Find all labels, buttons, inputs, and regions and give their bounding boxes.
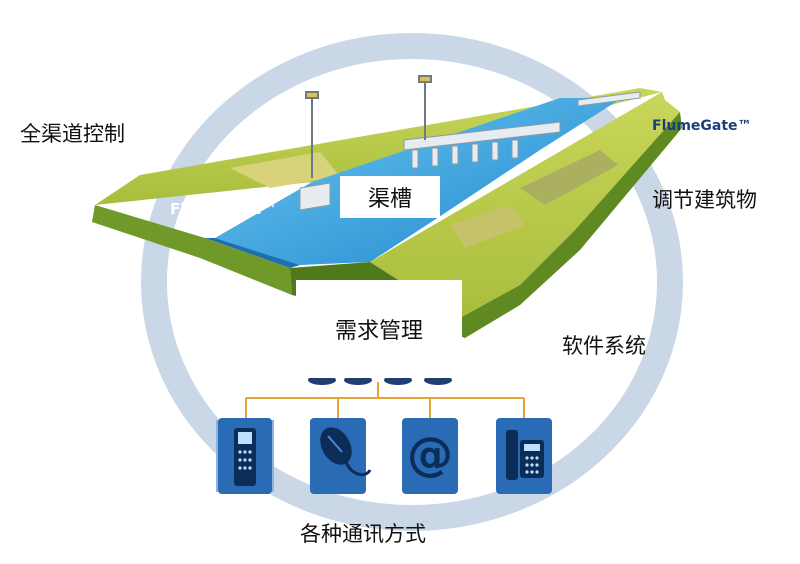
brand-flumegate-right: FlumeGate™ <box>652 118 752 134</box>
gate-structures <box>299 91 641 211</box>
lamp-posts <box>305 75 432 178</box>
demand-management-box: 需求管理 <box>296 280 462 378</box>
label-full-canal-control: 全渠道控制 <box>20 122 125 146</box>
label-regulating-structures: 调节建筑物 <box>652 188 757 212</box>
device-email: @ <box>402 418 458 494</box>
right-bank-top <box>370 92 680 318</box>
phone-icon <box>234 428 256 486</box>
device-desk-phone <box>496 418 552 494</box>
left-bank-side <box>92 205 292 295</box>
flume-box: 渠槽 <box>340 176 440 218</box>
connector-lines <box>245 382 525 418</box>
label-software-system: 软件系统 <box>562 334 646 358</box>
channel-wall-left <box>205 238 300 268</box>
label-communication-methods: 各种通讯方式 <box>300 522 426 546</box>
brand-flumegate-left: FlumeGate™ <box>170 200 277 218</box>
field-right-1 <box>520 150 618 205</box>
right-bank-side <box>445 112 682 338</box>
mouse-icon <box>320 427 372 477</box>
device-mobile <box>216 418 274 494</box>
desk-phone-icon <box>506 430 544 480</box>
field-right-2 <box>450 205 525 248</box>
cycle-ring <box>141 33 683 531</box>
device-mouse <box>310 418 372 494</box>
at-sign-icon: @ <box>407 427 453 481</box>
